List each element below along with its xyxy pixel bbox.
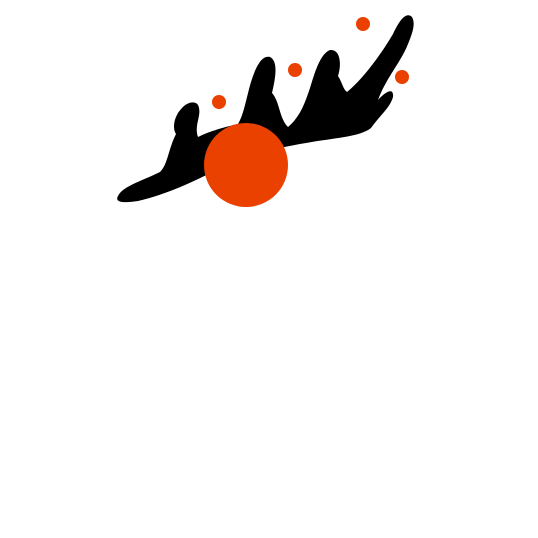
droplet-dot (212, 95, 226, 109)
droplet-dot (395, 70, 409, 84)
black-splash-shape (117, 15, 414, 203)
droplet-dot (288, 63, 302, 77)
orange-sun-circle (204, 123, 288, 207)
droplet-dot (356, 17, 370, 31)
